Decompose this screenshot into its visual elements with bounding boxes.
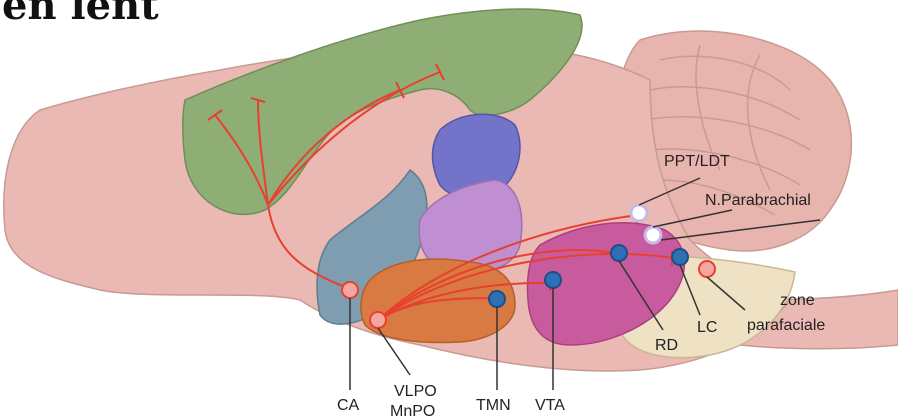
label-parafaciale: parafaciale <box>747 317 825 334</box>
tmn-node <box>489 291 505 307</box>
vta-node <box>545 272 561 288</box>
parabrachial-node <box>645 227 661 243</box>
label-ca: CA <box>337 397 360 414</box>
label-ppt-ldt: PPT/LDT <box>664 153 730 170</box>
label-zone: zone <box>780 292 815 309</box>
parafacial-node <box>699 261 715 277</box>
label-parabrachial: N.Parabrachial <box>705 192 811 209</box>
label-mnpo: MnPO <box>390 403 435 420</box>
lc-node <box>672 249 688 265</box>
vlpo-node <box>370 312 386 328</box>
label-rd: RD <box>655 337 678 354</box>
rd-node <box>611 245 627 261</box>
label-vta: VTA <box>535 397 565 414</box>
ca-node <box>342 282 358 298</box>
ppt-ldt-node <box>631 205 647 221</box>
label-tmn: TMN <box>476 397 511 414</box>
label-vlpo: VLPO <box>394 383 437 400</box>
label-lc: LC <box>697 319 717 336</box>
